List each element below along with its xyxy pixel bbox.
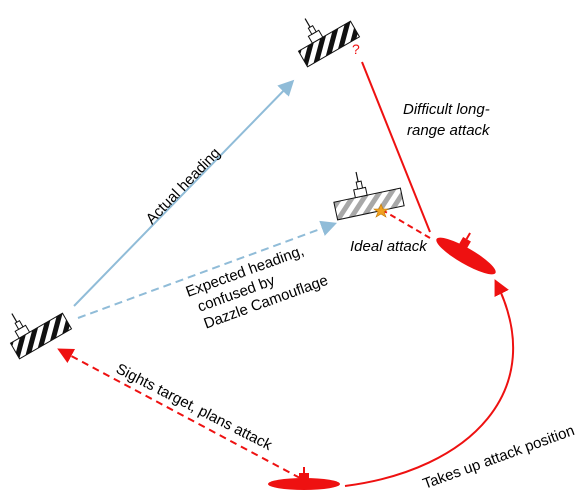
- dazzle-ship-icon-left: [9, 312, 73, 360]
- ghost-ship-icon: [333, 171, 405, 221]
- actual-heading-arrow: [73, 79, 295, 307]
- difficult-attack-label-2: range attack: [407, 122, 491, 139]
- takes-up-position-label: Takes up attack position: [421, 422, 577, 493]
- hit-star-icon: [373, 203, 389, 218]
- expected-heading-label: Expected heading, confused by Dazzle Cam…: [184, 242, 331, 332]
- actual-heading-label: Actual heading: [143, 145, 224, 228]
- question-mark-label: ?: [352, 41, 360, 57]
- takes-up-position-arrow: [344, 279, 515, 487]
- expected-heading-arrow: [77, 220, 338, 319]
- submarine-icon-attack: [436, 232, 496, 275]
- difficult-attack-label-1: Difficult long-: [403, 101, 490, 118]
- ideal-attack-label: Ideal attack: [350, 238, 428, 255]
- submarine-icon-bottom: [268, 467, 340, 490]
- dazzle-ship-icon-top: [297, 18, 361, 68]
- ideal-attack-line: [383, 210, 431, 239]
- difficult-attack-line: [361, 61, 431, 233]
- sights-target-arrow: [57, 348, 301, 479]
- sights-target-label: Sights target, plans attack: [113, 360, 275, 454]
